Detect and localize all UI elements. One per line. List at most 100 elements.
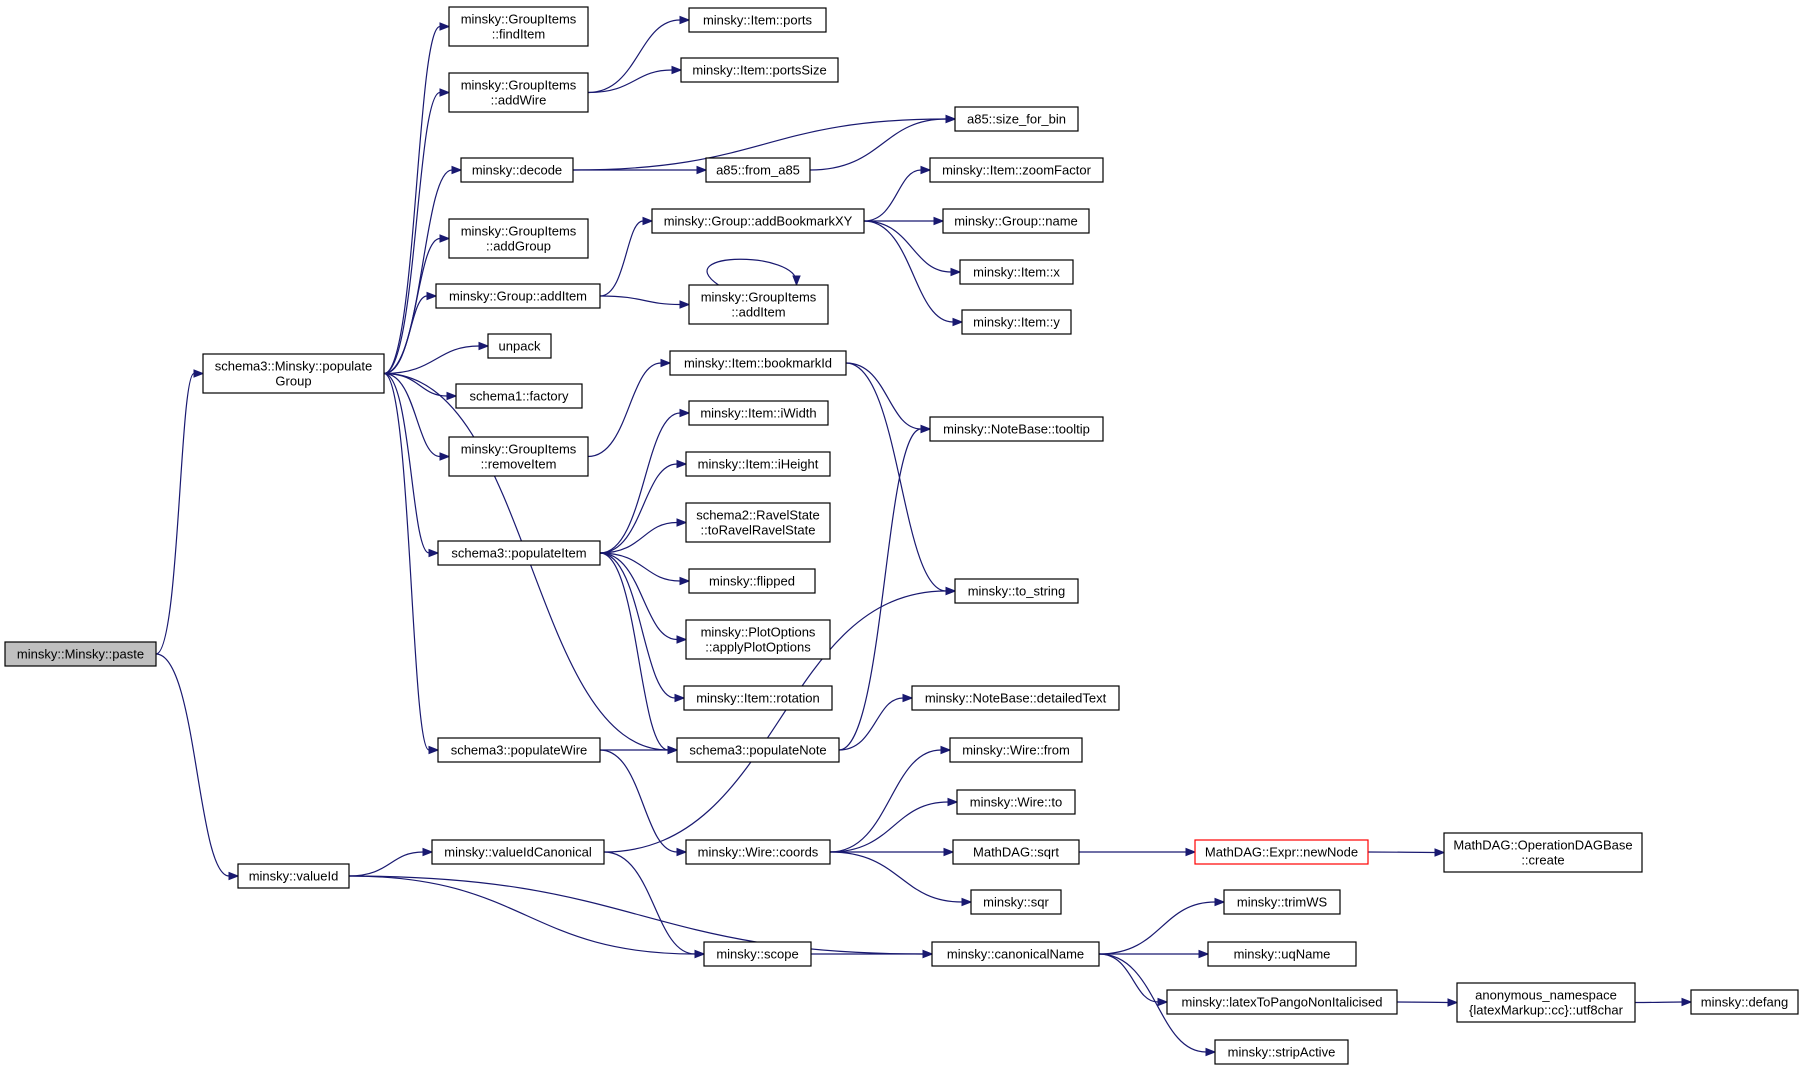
node-iWidth[interactable]: minsky::Item::iWidth [688, 400, 829, 426]
node-groupName[interactable]: minsky::Group::name [942, 208, 1090, 234]
node-unpack[interactable]: unpack [487, 333, 552, 359]
node-defang[interactable]: minsky::defang [1690, 989, 1799, 1015]
arrow-head [439, 234, 451, 243]
edge-populateGroup-to-findItem [383, 22, 451, 375]
arrow-head [694, 949, 706, 959]
node-itemX[interactable]: minsky::Item::x [959, 259, 1074, 285]
node-valueId[interactable]: minsky::valueId [237, 863, 350, 889]
node-tooltip[interactable]: minsky::NoteBase::tooltip [929, 416, 1104, 442]
arrow-head [679, 408, 691, 418]
edge-line [829, 749, 942, 853]
node-label: minsky::GroupItems [461, 78, 577, 93]
arrow-head [933, 216, 945, 226]
node-trimWS[interactable]: minsky::trimWS [1223, 889, 1341, 915]
node-utf8char[interactable]: anonymous_namespace{latexMarkup::cc}::ut… [1456, 982, 1636, 1023]
node-box [1207, 941, 1357, 967]
node-label: ::removeItem [481, 457, 557, 472]
node-wireCoords[interactable]: minsky::Wire::coords [685, 839, 831, 865]
node-sqr[interactable]: minsky::sqr [970, 889, 1062, 915]
node-addWire[interactable]: minsky::GroupItems::addWire [448, 72, 589, 113]
node-detailedText[interactable]: minsky::NoteBase::detailedText [911, 685, 1120, 711]
node-iHeight[interactable]: minsky::Item::iHeight [685, 451, 831, 477]
edge-line [1098, 901, 1216, 955]
node-wireTo[interactable]: minsky::Wire::to [956, 789, 1076, 815]
node-removeItem[interactable]: minsky::GroupItems::removeItem [448, 436, 589, 477]
node-canonicalName[interactable]: minsky::canonicalName [931, 941, 1100, 967]
edge-line [845, 362, 947, 592]
node-zoomFactor[interactable]: minsky::Item::zoomFactor [929, 157, 1104, 183]
arrow-head [1447, 998, 1459, 1007]
arrow-head [1185, 847, 1197, 857]
arrow-head [451, 165, 463, 175]
edge-line [599, 521, 678, 554]
node-flipped[interactable]: minsky::flipped [688, 568, 816, 594]
node-applyPlot[interactable]: minsky::PlotOptions::applyPlotOptions [685, 619, 831, 660]
node-box [1690, 989, 1799, 1015]
node-latexPango[interactable]: minsky::latexToPangoNonItalicised [1166, 989, 1398, 1015]
node-wireFrom[interactable]: minsky::Wire::from [949, 737, 1083, 763]
node-factory[interactable]: schema1::factory [455, 383, 583, 409]
node-rotation[interactable]: minsky::Item::rotation [683, 685, 833, 711]
node-valueIdCanonical[interactable]: minsky::valueIdCanonical [431, 839, 605, 865]
node-populateWire[interactable]: schema3::populateWire [437, 737, 601, 763]
arrow-head [667, 745, 679, 755]
node-box [1194, 839, 1369, 865]
node-newNode[interactable]: MathDAG::Expr::newNode [1194, 839, 1369, 865]
node-addGroup[interactable]: minsky::GroupItems::addGroup [448, 218, 589, 259]
edge-line [809, 118, 947, 171]
node-giAddItem[interactable]: minsky::GroupItems::addItem [688, 284, 829, 325]
node-decode[interactable]: minsky::decode [460, 157, 574, 183]
node-box [952, 839, 1080, 865]
arrow-head [446, 391, 458, 401]
node-opCreate[interactable]: MathDAG::OperationDAGBase::create [1443, 832, 1643, 873]
node-label: minsky::canonicalName [947, 947, 1084, 962]
edge-line [383, 372, 441, 458]
arrow-head [193, 369, 205, 378]
edge-populateGroup-to-decode [383, 165, 463, 375]
node-label: minsky::latexToPangoNonItalicised [1182, 995, 1383, 1010]
node-populateNote[interactable]: schema3::populateNote [676, 737, 840, 763]
node-itemY[interactable]: minsky::Item::y [961, 309, 1072, 335]
node-paste[interactable]: minsky::Minsky::paste [4, 641, 157, 667]
node-toRavel[interactable]: schema2::RavelState::toRavelRavelState [685, 502, 831, 543]
edge-line [863, 169, 922, 222]
node-stripActive[interactable]: minsky::stripActive [1214, 1039, 1349, 1065]
edge-paste-to-valueId [155, 653, 240, 881]
node-box [680, 57, 839, 83]
edge-removeItem-to-bookmarkId [587, 358, 672, 458]
node-label: minsky::uqName [1234, 947, 1331, 962]
edge-addBookmarkXY-to-zoomFactor [863, 165, 932, 222]
node-fromA85[interactable]: a85::from_a85 [705, 157, 811, 183]
node-mathSqrt[interactable]: MathDAG::sqrt [952, 839, 1080, 865]
edge-addBookmarkXY-to-itemY [863, 220, 964, 327]
node-bookmarkId[interactable]: minsky::Item::bookmarkId [669, 350, 847, 376]
node-label: schema3::populateItem [451, 546, 586, 561]
edge-populateGroup-to-removeItem [383, 372, 451, 461]
node-toString[interactable]: minsky::to_string [954, 578, 1079, 604]
arrow-head [696, 165, 708, 175]
node-portsSize[interactable]: minsky::Item::portsSize [680, 57, 839, 83]
arrow-head [679, 576, 691, 586]
node-groupAddItem[interactable]: minsky::Group::addItem [435, 283, 601, 309]
edge-canonicalName-to-uqName [1099, 949, 1210, 959]
node-ports[interactable]: minsky::Item::ports [688, 7, 827, 33]
node-populateItem[interactable]: schema3::populateItem [437, 540, 601, 566]
edge-valueId-to-canonicalName [348, 875, 934, 959]
node-addBookmarkXY[interactable]: minsky::Group::addBookmarkXY [651, 208, 865, 234]
node-box [651, 208, 865, 234]
node-box [961, 309, 1072, 335]
arrow-head [792, 275, 801, 287]
edge-populateWire-to-populateNote [600, 745, 679, 755]
node-box [954, 106, 1079, 132]
node-uqName[interactable]: minsky::uqName [1207, 941, 1357, 967]
edge-wireCoords-to-sqr [829, 851, 973, 907]
node-sizeForBin[interactable]: a85::size_for_bin [954, 106, 1079, 132]
node-box [959, 259, 1074, 285]
edge-layer [155, 15, 1693, 1057]
edge-groupAddItem-to-giAddItem [599, 295, 691, 309]
arrow-head [1198, 949, 1210, 959]
node-scope[interactable]: minsky::scope [703, 941, 812, 967]
node-box [688, 7, 827, 33]
node-findItem[interactable]: minsky::GroupItems::findItem [448, 6, 589, 47]
